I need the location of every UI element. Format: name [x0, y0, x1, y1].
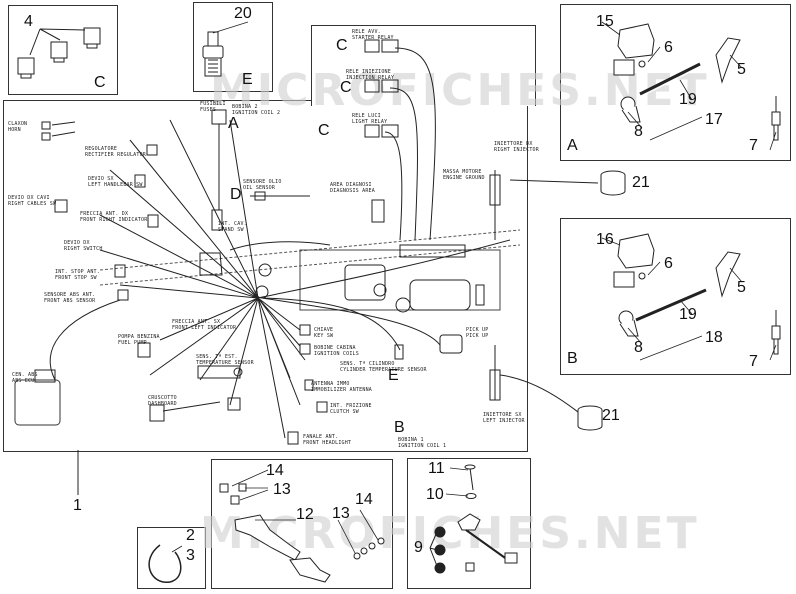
- label-cruscotto: CRUSCOTTO DASHBOARD: [148, 395, 177, 407]
- callout-16: 16: [596, 231, 614, 248]
- letter-c-relay-1: C: [336, 37, 348, 54]
- letter-d: D: [230, 186, 242, 203]
- panel-clamp: [137, 527, 206, 589]
- label-sensore-abs-ant: SENSORE ABS ANT. FRONT ABS SENSOR: [44, 292, 96, 304]
- callout-6-a: 6: [664, 39, 673, 56]
- callout-5-a: 5: [737, 61, 746, 78]
- label-freccia-ant-sx: FRECCIA ANT. SX FRONT LEFT INDICATOR: [172, 319, 237, 331]
- label-int-frizione: INT. FRIZIONE CLUTCH SW: [330, 403, 372, 415]
- label-sensore-olio: SENSORE OLIO OIL SENSOR: [243, 179, 282, 191]
- label-int-stop-ant: INT. STOP ANT. FRONT STOP SW: [55, 269, 100, 281]
- callout-5-b: 5: [737, 279, 746, 296]
- callout-14-a: 14: [266, 462, 284, 479]
- callout-7-b: 7: [749, 353, 758, 370]
- relay-panel-connector: [311, 25, 536, 106]
- label-pompa-benzina: POMPA BENZINA FUEL PUMP: [118, 334, 160, 346]
- label-rele-luci: RELE LUCI LIGHT RELAY: [352, 113, 388, 125]
- letter-c-panel: C: [94, 74, 106, 91]
- label-fanale-ant: FANALE ANT. FRONT HEADLIGHT: [303, 434, 352, 446]
- label-pick-up: PICK UP PICK UP: [466, 327, 489, 339]
- callout-10: 10: [426, 486, 444, 503]
- label-sens-t-cilindro: SENS. Tª CILINDRO CYLINDER TEMPERATURE S…: [340, 361, 427, 373]
- label-klaxon: CLAXON HORN: [8, 121, 28, 133]
- callout-7-a: 7: [749, 137, 758, 154]
- callout-13-a: 13: [273, 481, 291, 498]
- label-bobina1: BOBINA 1 IGNITION COIL 1: [398, 437, 447, 449]
- letter-a-panel: A: [567, 137, 578, 154]
- callout-19-b: 19: [679, 306, 697, 323]
- label-fusibili: FUSIBILI FUSES: [200, 101, 226, 113]
- label-sens-t-est: SENS. Tª EST. TEMPERATURE SENSOR: [196, 354, 254, 366]
- callout-6-b: 6: [664, 255, 673, 272]
- callout-18: 18: [705, 329, 723, 346]
- letter-b-panel: B: [567, 350, 578, 367]
- label-devio-sx: DEVIO SX LEFT HANDLEBAR SW: [88, 176, 143, 188]
- label-centralina-abs: CEN. ABS ABS ECU: [12, 372, 38, 384]
- callout-12: 12: [296, 506, 314, 523]
- label-devio-dx: DEVIO DX RIGHT SWITCH: [64, 240, 103, 252]
- callout-2: 2: [186, 527, 195, 544]
- label-scatola-fusibili: BOBINE CABINA IGNITION COILS: [314, 345, 359, 357]
- callout-8-b: 8: [634, 339, 643, 356]
- label-bobina2: BOBINA 2 IGNITION COIL 2: [232, 104, 281, 116]
- letter-e-main: E: [388, 367, 399, 384]
- letter-c-relay-2: C: [340, 79, 352, 96]
- label-iniettore-sx: INIETTORE SX LEFT INJECTOR: [483, 412, 525, 424]
- letter-c-relay-3: C: [318, 122, 330, 139]
- callout-1: 1: [73, 497, 82, 514]
- callout-15: 15: [596, 13, 614, 30]
- label-regolatore: REGOLATORE RECTIFIER REGULATOR: [85, 146, 146, 158]
- label-antenna-immo: ANTENNA IMMO IMMOBILIZER ANTENNA: [311, 381, 372, 393]
- callout-8-a: 8: [634, 123, 643, 140]
- letter-a-main: A: [228, 115, 239, 132]
- callout-19-a: 19: [679, 91, 697, 108]
- callout-14-b: 14: [355, 491, 373, 508]
- label-rele-iniezione: RELE INIEZIONE INJECTION RELAY: [346, 69, 395, 81]
- label-rele-avv: RELE AVV. STARTER RELAY: [352, 29, 394, 41]
- label-area-diagnosi: AREA DIAGNOSI DIAGNOSIS AREA: [330, 182, 375, 194]
- callout-11: 11: [428, 460, 445, 477]
- label-devio-dx-cavi: DEVIO DX CAVI RIGHT CABLES SW: [8, 195, 57, 207]
- callout-13-b: 13: [332, 505, 350, 522]
- letter-b-main: B: [394, 419, 405, 436]
- panel-b-ignition-coil: [560, 218, 791, 375]
- label-int-cavalletto: INT. CAV. STAND SW: [218, 221, 247, 233]
- panel-a-ignition-coil: [560, 4, 791, 161]
- callout-3: 3: [186, 547, 195, 564]
- label-iniettore-dx: INIETTORE DX RIGHT INJECTOR: [494, 141, 539, 153]
- callout-21-a: 21: [632, 174, 650, 191]
- label-massa-motore: MASSA MOTORE ENGINE GROUND: [443, 169, 485, 181]
- callout-4: 4: [24, 13, 33, 30]
- callout-20: 20: [234, 5, 252, 22]
- label-freccia-ant-dx: FRECCIA ANT. DX FRONT RIGHT INDICATOR: [80, 211, 148, 223]
- letter-e-panel: E: [242, 71, 253, 88]
- callout-17: 17: [705, 111, 723, 128]
- callout-21-b: 21: [602, 407, 620, 424]
- label-chiave: CHIAVE KEY SW: [314, 327, 334, 339]
- callout-9: 9: [414, 539, 423, 556]
